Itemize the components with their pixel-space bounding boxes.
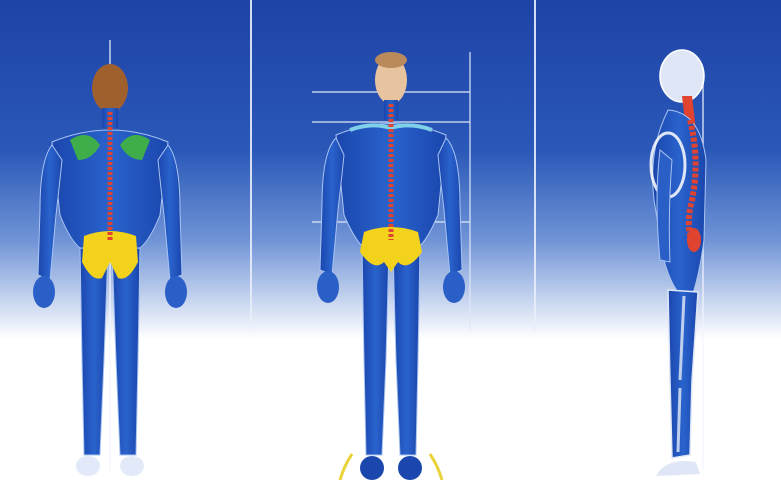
head-back <box>92 64 128 112</box>
skull <box>660 50 704 102</box>
